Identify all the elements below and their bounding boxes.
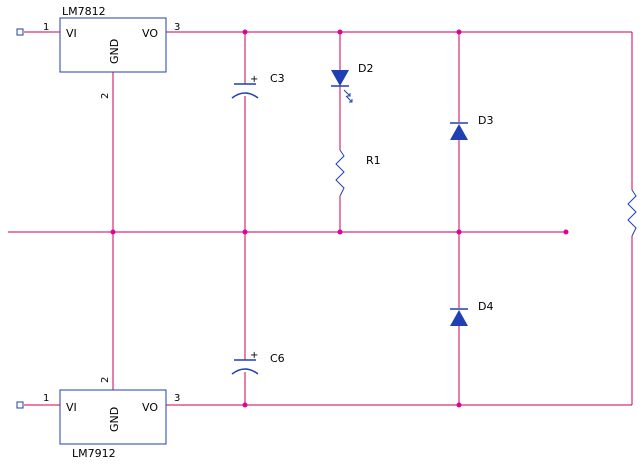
junction-dot bbox=[242, 29, 248, 35]
light-emission-arrows bbox=[343, 89, 353, 103]
junction-dot bbox=[337, 229, 343, 235]
pin-vi-label: VI bbox=[66, 27, 77, 40]
junction-dot bbox=[242, 229, 248, 235]
junction-dot bbox=[110, 229, 116, 235]
bottom-input-terminal[interactable] bbox=[16, 401, 24, 409]
regulator-lm7812[interactable]: LM7812 VI VO GND 1 3 2 bbox=[43, 5, 180, 99]
led-d2[interactable]: D2 bbox=[331, 62, 373, 103]
regulator-body bbox=[59, 17, 167, 73]
pin-gnd-label: GND bbox=[108, 407, 121, 432]
pin-1-number: 1 bbox=[43, 393, 49, 404]
polarity-mark: + bbox=[250, 74, 258, 85]
resistor-zigzag bbox=[335, 149, 345, 197]
junction-dot bbox=[242, 402, 248, 408]
diode-label: D4 bbox=[478, 300, 493, 313]
polarity-mark: + bbox=[250, 350, 258, 361]
wires bbox=[8, 31, 633, 406]
diode-triangle bbox=[450, 310, 468, 326]
pin-2-number: 2 bbox=[100, 93, 111, 99]
regulator-body bbox=[59, 389, 167, 445]
junction-dot bbox=[563, 229, 569, 235]
diode-d3[interactable]: D3 bbox=[450, 114, 493, 140]
pin-vo-label: VO bbox=[142, 401, 158, 414]
capacitor-plate-negative bbox=[231, 368, 259, 375]
capacitor-label: C3 bbox=[270, 72, 285, 85]
led-triangle bbox=[331, 70, 349, 86]
junction-dot bbox=[456, 29, 462, 35]
capacitor-plate-negative bbox=[231, 92, 259, 99]
junction-dot bbox=[456, 229, 462, 235]
diode-triangle bbox=[450, 124, 468, 140]
pin-3-number: 3 bbox=[174, 393, 180, 404]
junctions bbox=[110, 29, 569, 408]
junction-dot bbox=[456, 402, 462, 408]
pin-vo-label: VO bbox=[142, 27, 158, 40]
diode-label: D3 bbox=[478, 114, 493, 127]
capacitor-c6[interactable]: + C6 bbox=[231, 350, 285, 375]
load-resistor[interactable] bbox=[627, 189, 637, 237]
pin-gnd-label: GND bbox=[108, 39, 121, 64]
diode-d4[interactable]: D4 bbox=[450, 300, 493, 326]
regulator-lm7912[interactable]: LM7912 VI VO GND 1 3 2 bbox=[43, 377, 180, 460]
pin-vi-label: VI bbox=[66, 401, 77, 414]
capacitor-c3[interactable]: + C3 bbox=[231, 72, 285, 99]
pin-2-number: 2 bbox=[100, 377, 111, 383]
resistor-r1[interactable]: R1 bbox=[335, 149, 381, 197]
capacitor-label: C6 bbox=[270, 352, 285, 365]
led-label: D2 bbox=[358, 62, 373, 75]
junction-dot bbox=[337, 29, 343, 35]
top-input-terminal[interactable] bbox=[16, 28, 24, 36]
resistor-label: R1 bbox=[366, 154, 381, 167]
regulator-name: LM7812 bbox=[62, 5, 106, 18]
pin-3-number: 3 bbox=[174, 22, 180, 33]
regulator-name: LM7912 bbox=[72, 447, 116, 460]
pin-1-number: 1 bbox=[43, 22, 49, 33]
resistor-zigzag bbox=[627, 189, 637, 237]
